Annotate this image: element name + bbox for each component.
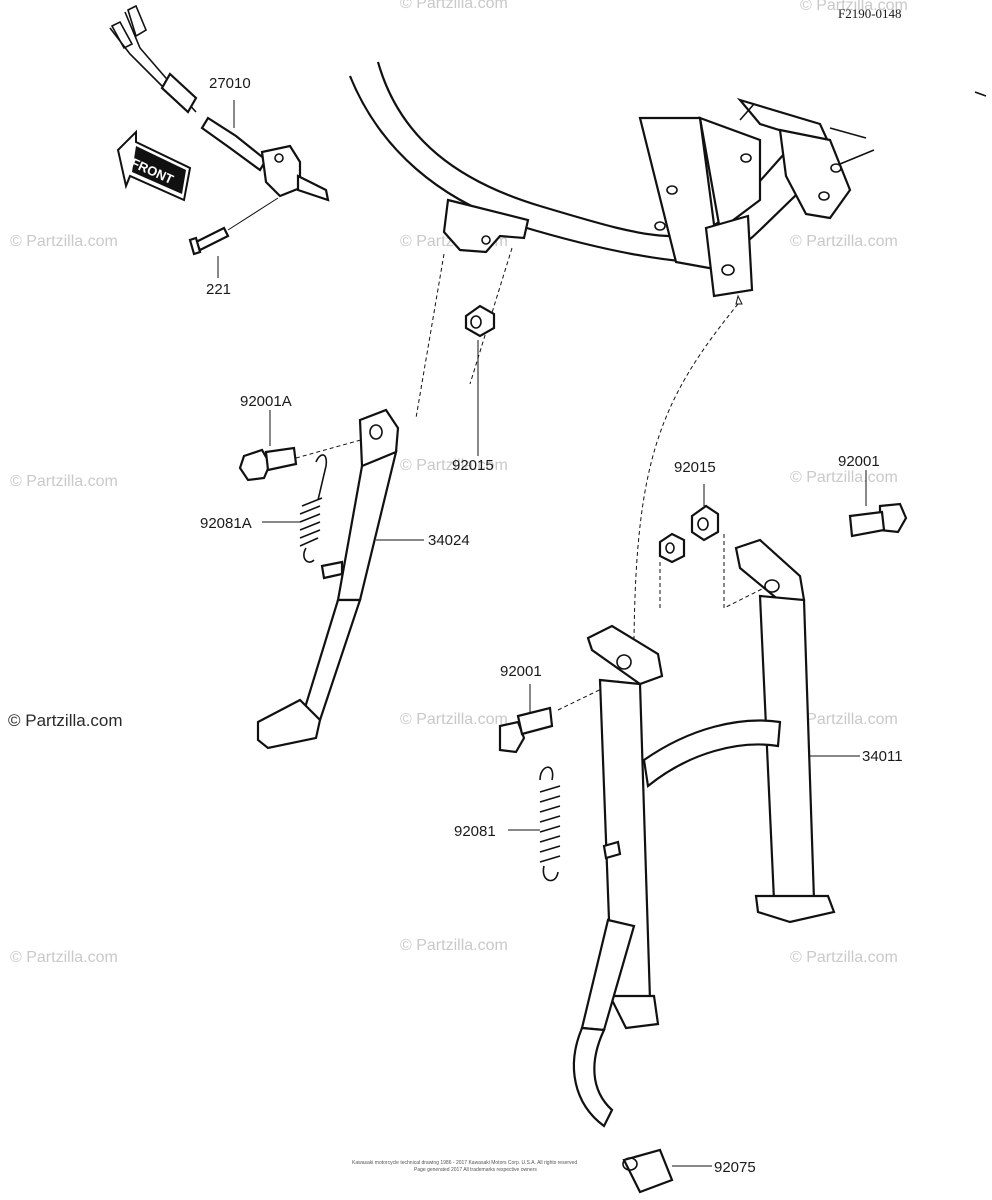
callout-92081: 92081 (454, 823, 496, 840)
spring-92081 (539, 766, 561, 882)
copyright-line: Page generated 2017 All trademarks respe… (414, 1167, 537, 1173)
screw-221 (188, 197, 279, 256)
callout-92081a: 92081A (200, 515, 252, 532)
callout-34011: 34011 (862, 748, 903, 765)
spring-92081a (299, 454, 328, 563)
callout-92075: 92075 (714, 1159, 756, 1176)
watermark: © Partzilla.com (10, 473, 118, 490)
callout-92015-right: 92015 (674, 459, 716, 476)
callout-92015-left: 92015 (452, 457, 494, 474)
watermark: © Partzilla.com (400, 0, 508, 12)
front-arrow-icon: FRONT (116, 129, 192, 202)
watermark: © Partzilla.com (400, 711, 508, 728)
watermark: © Partzilla.com (790, 469, 898, 486)
diagram-code: F2190-0148 (838, 6, 902, 21)
copyright-line: Kawasaki motorcycle technical drawing 19… (352, 1160, 577, 1166)
nut-92015-left (464, 304, 496, 338)
rubber-92075 (622, 1148, 674, 1194)
watermark: © Partzilla.com (790, 233, 898, 250)
watermark-dark: © Partzilla.com (8, 711, 123, 730)
callout-27010: 27010 (209, 75, 251, 92)
side-stand-34024 (256, 408, 400, 750)
watermark: © Partzilla.com (400, 457, 508, 474)
callout-92001-center: 92001 (500, 663, 542, 680)
callout-92001-right: 92001 (838, 453, 880, 470)
nut-92015-right (658, 504, 720, 564)
bolt-92001-center (498, 706, 554, 754)
edge-mark (974, 91, 987, 97)
bolt-92001a (238, 446, 298, 482)
bolt-92001-right (848, 502, 908, 538)
watermark: © Partzilla.com (800, 0, 908, 14)
watermark: © Partzilla.com (790, 711, 898, 728)
side-stand-switch (109, 4, 330, 202)
motorcycle-frame (348, 61, 875, 298)
watermark: © Partzilla.com (790, 949, 898, 966)
watermark: © Partzilla.com (10, 233, 118, 250)
callout-92001a: 92001A (240, 393, 292, 410)
center-stand-34011 (572, 538, 836, 1128)
callout-221: 221 (206, 281, 231, 298)
callout-34024: 34024 (428, 532, 470, 549)
watermark: © Partzilla.com (10, 949, 118, 966)
watermark: © Partzilla.com (400, 937, 508, 954)
